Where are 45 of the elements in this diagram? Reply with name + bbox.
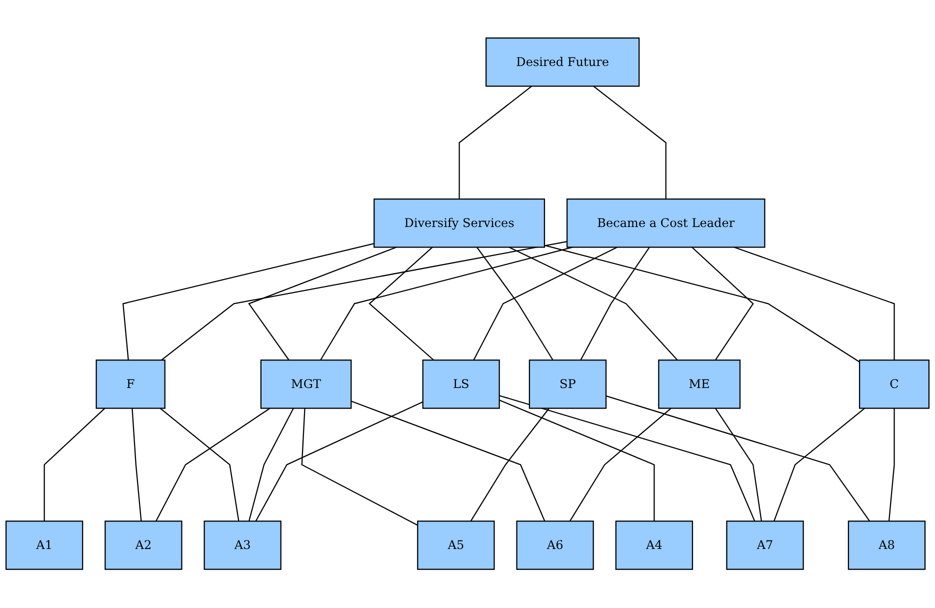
connector (774, 408, 865, 522)
connector (499, 400, 655, 522)
connector (161, 241, 568, 361)
node-box: LS (422, 360, 500, 410)
connector (544, 245, 860, 363)
node-box: A1 (5, 520, 84, 570)
node-box: ME (658, 360, 741, 410)
connector (255, 402, 424, 522)
connector (320, 247, 573, 361)
connector (606, 396, 870, 522)
connector (476, 247, 554, 361)
node-box: A6 (516, 520, 594, 570)
node-box: A8 (848, 520, 926, 570)
connector (499, 395, 756, 522)
node-box: Became a Cost Leader (566, 198, 766, 248)
node-box: A7 (726, 520, 804, 570)
node-box: A3 (204, 520, 282, 570)
connector (160, 408, 240, 522)
node-box: Diversify Services (374, 198, 546, 248)
connector (122, 243, 374, 360)
node-box: A5 (417, 520, 495, 570)
connector (368, 247, 434, 361)
connector (470, 408, 550, 522)
connector (350, 400, 546, 522)
connector (132, 408, 142, 522)
connector (458, 86, 532, 200)
connector (714, 408, 762, 522)
connector (473, 247, 618, 361)
connector (692, 247, 754, 361)
connector (248, 408, 294, 522)
connector (508, 247, 678, 361)
connector (156, 408, 270, 522)
node-box: Desired Future (486, 38, 640, 88)
connector (888, 408, 895, 522)
connector (44, 408, 106, 522)
connector (301, 408, 418, 526)
node-box: SP (528, 360, 607, 410)
node-box: MGT (260, 360, 352, 410)
connector (593, 86, 666, 200)
connector (580, 247, 650, 361)
node-box: C (858, 360, 930, 410)
node-box: A2 (104, 520, 182, 570)
node-box: A4 (615, 520, 694, 570)
node-box: F (96, 360, 166, 410)
connector (569, 408, 672, 522)
